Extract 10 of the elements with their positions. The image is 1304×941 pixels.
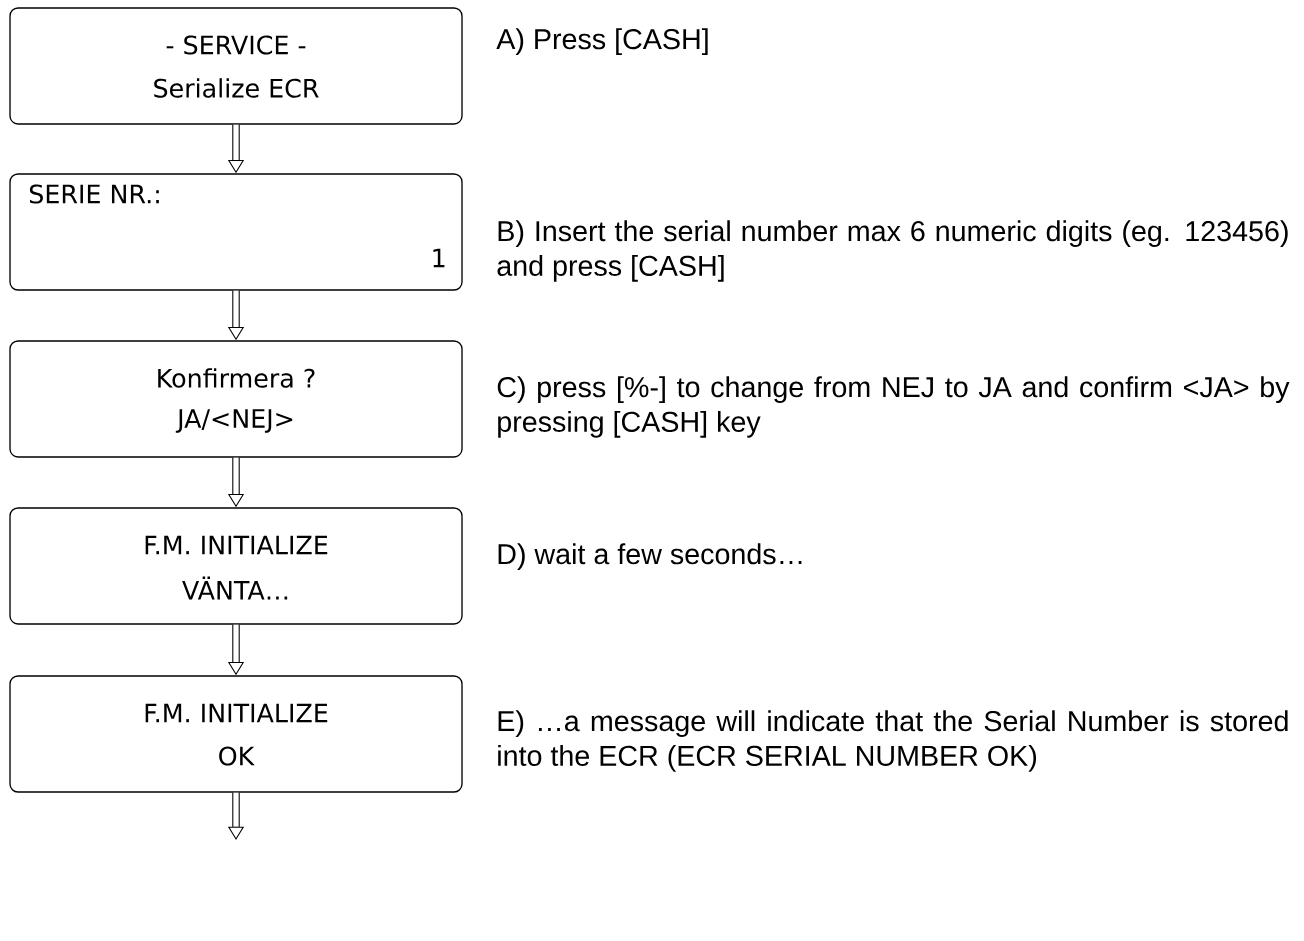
step-note: E) …a message will indicate that the Serial Number is stored into the ECR (ECR SERIAL NUMBER OK) (498, 710, 1288, 772)
display-box: F.M. INITIALIZE VÄNTA… (9, 507, 463, 625)
display-box: SERIE NR.: 1 (9, 173, 463, 291)
step-note: B) Insert the serial number max 6 numeric digits (eg. 123456) and press [CASH] (497, 220, 1288, 282)
step-note: D) wait a few seconds… (498, 543, 802, 570)
display-box: - SERVICE - Serialize ECR (9, 7, 463, 125)
display-box: F.M. INITIALIZE OK (9, 675, 463, 793)
step-note: A) Press [CASH] (496, 28, 708, 55)
display-box: Konfirmera ? JA/<NEJ> (9, 340, 463, 458)
step-note: C) press [%-] to change from NEJ to JA and confirm <JA> by pressing [CASH] key (497, 376, 1290, 438)
